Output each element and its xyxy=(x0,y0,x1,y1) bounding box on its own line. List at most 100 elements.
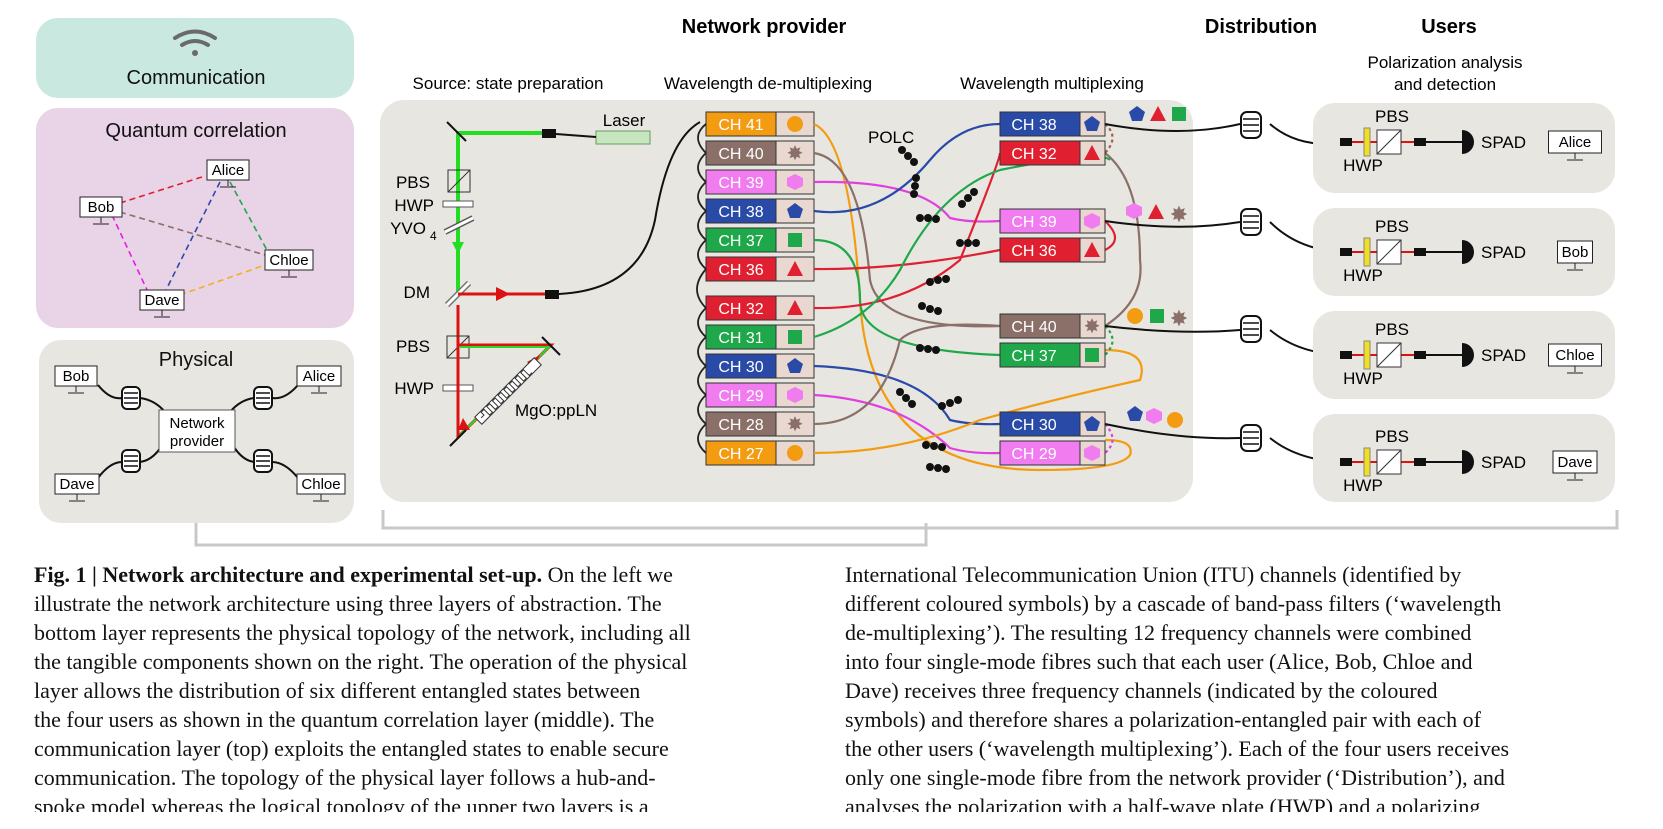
communication-panel xyxy=(36,18,354,98)
header-pol-analysis: Polarization analysis xyxy=(1368,53,1523,72)
caption-left-line-7: communication. The topology of the physi… xyxy=(34,765,656,790)
svg-text:CH 38: CH 38 xyxy=(1011,117,1056,134)
svg-text:Bob: Bob xyxy=(63,368,90,385)
pbs-label: PBS xyxy=(1375,320,1409,339)
yvo-subscript: 4 xyxy=(430,229,437,243)
caption-right-line-5: symbols) and therefore shares a polariza… xyxy=(845,707,1481,732)
spad-detector xyxy=(1462,343,1474,367)
svg-text:Dave: Dave xyxy=(59,476,94,493)
caption-right-line-0: International Telecommunication Union (I… xyxy=(845,562,1462,587)
svg-text:CH 40: CH 40 xyxy=(1011,319,1056,336)
svg-text:CH 29: CH 29 xyxy=(718,388,763,405)
hwp-plate xyxy=(1363,237,1371,267)
svg-text:CH 39: CH 39 xyxy=(1011,214,1056,231)
svg-text:CH 30: CH 30 xyxy=(718,359,763,376)
hwp-label: HWP xyxy=(1343,156,1383,175)
header-demux: Wavelength de-multiplexing xyxy=(664,74,872,93)
quantum-correlation-title: Quantum correlation xyxy=(105,120,286,142)
header-users: Users xyxy=(1421,16,1477,38)
header-source: Source: state preparation xyxy=(413,74,604,93)
polc-paddles xyxy=(896,146,980,473)
caption-left-line-0: On the left we xyxy=(542,562,673,587)
svg-text:CH 38: CH 38 xyxy=(718,204,763,221)
caption-right-line-4: Dave) receives three frequency channels … xyxy=(845,678,1438,703)
svg-text:Chloe: Chloe xyxy=(301,476,340,493)
svg-text:CH 36: CH 36 xyxy=(1011,243,1056,260)
caption-right-line-2: de-multiplexing’). The resulting 12 freq… xyxy=(845,620,1472,645)
laser-label: Laser xyxy=(603,111,646,130)
hwp-label: HWP xyxy=(1343,476,1383,495)
user-label-alice: Alice xyxy=(1559,134,1592,151)
caption-left-line-4: layer allows the distribution of six dif… xyxy=(34,678,641,703)
svg-text:Chloe: Chloe xyxy=(269,252,308,269)
phys-bob: Bob xyxy=(54,365,98,394)
mgo-crystal xyxy=(474,357,542,425)
caption-left-line-3: the tangible components shown on the rig… xyxy=(34,649,688,674)
quantum-correlation-panel xyxy=(36,108,354,328)
spad-detector xyxy=(1462,240,1474,264)
svg-text:Alice: Alice xyxy=(303,368,336,385)
caption-right-line-7: only one single-mode fibre from the netw… xyxy=(845,765,1505,790)
svg-text:CH 27: CH 27 xyxy=(718,446,763,463)
caption-left-line-5: the four users as shown in the quantum c… xyxy=(34,707,655,732)
header-detection: and detection xyxy=(1394,75,1496,94)
qc-alice: Alice xyxy=(206,159,250,188)
svg-text:CH 40: CH 40 xyxy=(718,146,763,163)
hwp-plate xyxy=(1363,340,1371,370)
caption-right: International Telecommunication Union (I… xyxy=(845,560,1660,821)
spad-label: SPAD xyxy=(1481,243,1526,262)
svg-text:✸: ✸ xyxy=(787,414,804,436)
phys-dave: Dave xyxy=(54,473,100,502)
svg-text:CH 30: CH 30 xyxy=(1011,417,1056,434)
svg-text:✸: ✸ xyxy=(1170,306,1188,331)
spad-detector xyxy=(1462,130,1474,154)
svg-text:✸: ✸ xyxy=(1084,316,1101,338)
fiber-spool-icon xyxy=(1240,111,1262,452)
dm-label: DM xyxy=(404,283,430,302)
svg-text:CH 36: CH 36 xyxy=(718,262,763,279)
svg-text:CH 31: CH 31 xyxy=(718,330,763,347)
spad-label: SPAD xyxy=(1481,346,1526,365)
pbs-label: PBS xyxy=(396,173,430,192)
figure-label: Fig. 1 | Network architecture and experi… xyxy=(34,562,543,587)
header-network-provider: Network provider xyxy=(682,16,847,38)
phys-chloe: Chloe xyxy=(296,473,346,502)
header-mux: Wavelength multiplexing xyxy=(960,74,1144,93)
svg-text:✸: ✸ xyxy=(1170,202,1188,227)
caption-right-line-6: the other users (‘wavelength multiplexin… xyxy=(845,736,1510,761)
svg-text:Dave: Dave xyxy=(144,292,179,309)
svg-text:CH 41: CH 41 xyxy=(718,117,763,134)
caption-right-line-3: into four single-mode fibres such that e… xyxy=(845,649,1473,674)
demux-channels: CH 41 CH 40 ✸ CH 39 CH 38 CH 37 CH 36 CH … xyxy=(705,111,815,466)
header-distribution: Distribution xyxy=(1205,16,1317,38)
svg-text:CH 39: CH 39 xyxy=(718,175,763,192)
caption-left-line-6: communication layer (top) exploits the e… xyxy=(34,736,669,761)
svg-text:Network: Network xyxy=(169,415,225,432)
communication-title: Communication xyxy=(127,67,266,89)
svg-text:CH 37: CH 37 xyxy=(718,233,763,250)
hwp-label: HWP xyxy=(1343,266,1383,285)
svg-text:Alice: Alice xyxy=(212,162,245,179)
hwp-label: HWP xyxy=(394,196,434,215)
pbs-label: PBS xyxy=(1375,107,1409,126)
figure-1: Communication Quantum correlation Alice … xyxy=(36,16,1619,547)
crystal-label: MgO:ppLN xyxy=(515,401,597,420)
spad-label: SPAD xyxy=(1481,453,1526,472)
user-label-bob: Bob xyxy=(1562,244,1589,261)
svg-text:CH 32: CH 32 xyxy=(1011,146,1056,163)
spad-detector xyxy=(1462,450,1474,474)
pbs2-label: PBS xyxy=(396,337,430,356)
wifi-icon xyxy=(173,29,217,56)
network-provider-hub xyxy=(158,409,236,453)
pbs-label: PBS xyxy=(1375,427,1409,446)
phys-alice: Alice xyxy=(296,365,342,394)
user-label-chloe: Chloe xyxy=(1555,347,1594,364)
svg-text:CH 28: CH 28 xyxy=(718,417,763,434)
svg-text:CH 29: CH 29 xyxy=(1011,446,1056,463)
polc-label: POLC xyxy=(868,128,914,147)
caption-right-line-1: different coloured symbols) by a cascade… xyxy=(845,591,1502,616)
yvo-label: YVO xyxy=(390,219,426,238)
mux-channels: CH 38 CH 32 CH 39 CH 36 CH 40✸ CH 37 CH … xyxy=(999,111,1106,466)
page-bottom-mask xyxy=(0,812,1663,829)
